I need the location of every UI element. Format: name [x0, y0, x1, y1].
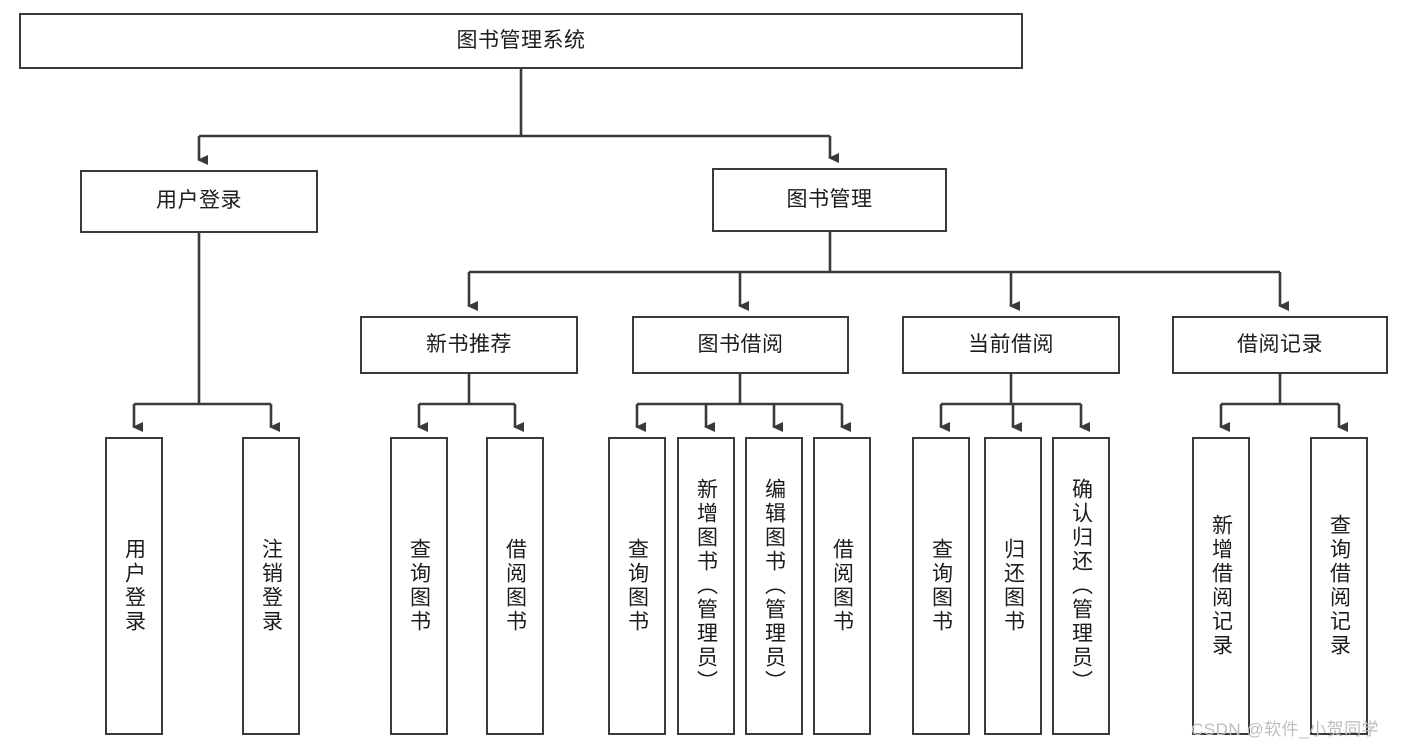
leaf-query-borrow-record-label: 查询借阅记录: [1327, 514, 1351, 658]
leaf-add-borrow-record[interactable]: 新增借阅记录: [1192, 437, 1250, 735]
leaf-user-login-label: 用户登录: [122, 538, 146, 634]
leaf-query-book-borrow-label: 查询图书: [625, 538, 649, 634]
leaf-query-book-current[interactable]: 查询图书: [912, 437, 970, 735]
leaf-query-book-recommend-label: 查询图书: [407, 538, 431, 634]
leaf-confirm-return-admin[interactable]: 确认归还（管理员）: [1052, 437, 1110, 735]
leaf-logout-label: 注销登录: [259, 538, 283, 634]
leaf-add-borrow-record-label: 新增借阅记录: [1209, 514, 1233, 658]
node-book-manage[interactable]: 图书管理: [712, 168, 947, 232]
leaf-borrow-book-label: 借阅图书: [830, 538, 854, 634]
leaf-logout[interactable]: 注销登录: [242, 437, 300, 735]
node-new-book-recommend-label: 新书推荐: [426, 332, 512, 356]
node-current-borrow-label: 当前借阅: [968, 332, 1054, 356]
node-book-manage-label: 图书管理: [786, 187, 873, 211]
leaf-user-login[interactable]: 用户登录: [105, 437, 163, 735]
leaf-borrow-book-recommend-label: 借阅图书: [503, 538, 527, 634]
leaf-borrow-book[interactable]: 借阅图书: [813, 437, 871, 735]
node-user-login[interactable]: 用户登录: [80, 170, 318, 233]
leaf-query-borrow-record[interactable]: 查询借阅记录: [1310, 437, 1368, 735]
leaf-return-book-label: 归还图书: [1001, 538, 1025, 634]
leaf-edit-book-admin[interactable]: 编辑图书（管理员）: [745, 437, 803, 735]
leaf-add-book-admin-label: 新增图书（管理员）: [694, 478, 718, 694]
node-user-login-label: 用户登录: [156, 189, 242, 213]
node-new-book-recommend[interactable]: 新书推荐: [360, 316, 578, 374]
leaf-query-book-current-label: 查询图书: [929, 538, 953, 634]
node-book-borrow-label: 图书借阅: [697, 332, 784, 356]
leaf-query-book-borrow[interactable]: 查询图书: [608, 437, 666, 735]
node-borrow-record-label: 借阅记录: [1237, 332, 1323, 356]
leaf-add-book-admin[interactable]: 新增图书（管理员）: [677, 437, 735, 735]
node-root-label: 图书管理系统: [456, 28, 586, 52]
leaf-return-book[interactable]: 归还图书: [984, 437, 1042, 735]
node-book-borrow[interactable]: 图书借阅: [632, 316, 849, 374]
node-current-borrow[interactable]: 当前借阅: [902, 316, 1120, 374]
leaf-confirm-return-admin-label: 确认归还（管理员）: [1069, 478, 1093, 694]
node-borrow-record[interactable]: 借阅记录: [1172, 316, 1388, 374]
node-root[interactable]: 图书管理系统: [19, 13, 1023, 69]
leaf-borrow-book-recommend[interactable]: 借阅图书: [486, 437, 544, 735]
leaf-edit-book-admin-label: 编辑图书（管理员）: [762, 478, 786, 694]
leaf-query-book-recommend[interactable]: 查询图书: [390, 437, 448, 735]
